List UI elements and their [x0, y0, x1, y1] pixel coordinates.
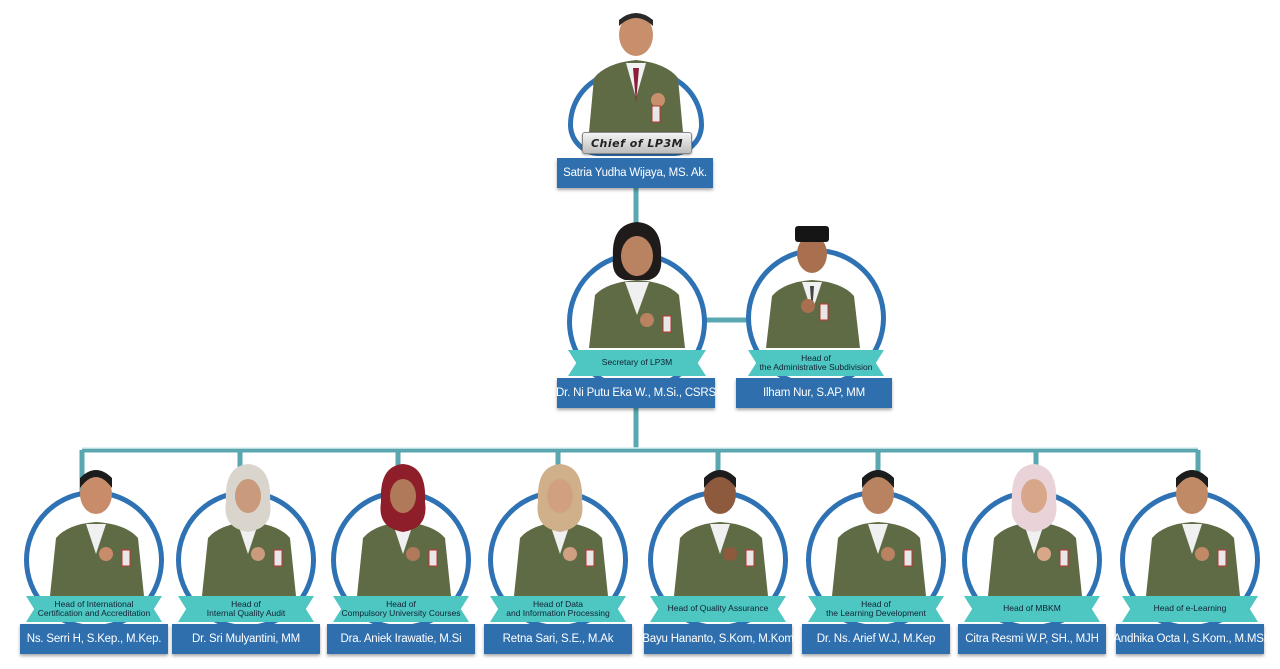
- admin-title: Head of the Administrative Subdivision: [748, 350, 884, 376]
- head-name: Dra. Aniek Irawatie, M.Si: [327, 624, 475, 654]
- head-name: Dr. Sri Mulyantini, MM: [172, 624, 320, 654]
- head-photo: [1146, 470, 1240, 596]
- head-title: Head of Internal Quality Audit: [178, 596, 314, 622]
- head-name: Ns. Serri H, S.Kep., M.Kep.: [20, 624, 168, 654]
- head-photo: [357, 464, 451, 596]
- admin-name: Ilham Nur, S.AP, MM: [736, 378, 892, 408]
- head-title: Head of International Certification and …: [26, 596, 162, 622]
- head-title: Head of Quality Assurance: [650, 596, 786, 622]
- head-photo: [202, 464, 296, 596]
- head-photo: [832, 470, 926, 596]
- head-title: Head of MBKM: [964, 596, 1100, 622]
- head-name: Andhika Octa I, S.Kom., M.MSI: [1113, 624, 1267, 654]
- chief-node: Chief of LP3M: [566, 8, 706, 188]
- chief-photo: [588, 13, 684, 143]
- head-title: Head of e-Learning: [1122, 596, 1258, 622]
- head-name: Bayu Hananto, S.Kom, M.Kom: [642, 624, 794, 654]
- head-title: Head of Compulsory University Courses: [333, 596, 469, 622]
- head-name: Citra Resmi W.P, SH., MJH: [958, 624, 1106, 654]
- head-photo: [50, 470, 144, 596]
- head-photo: [514, 464, 608, 596]
- admin-photo: [766, 226, 860, 348]
- chief-title-plaque: Chief of LP3M: [582, 132, 692, 154]
- head-photo: [674, 470, 768, 596]
- head-photo: [988, 464, 1082, 596]
- head-name: Retna Sari, S.E., M.Ak: [484, 624, 632, 654]
- secretary-name: Dr. Ni Putu Eka W., M.Si., CSRS: [556, 378, 716, 408]
- head-title: Head of the Learning Development: [808, 596, 944, 622]
- secretary-photo: [589, 222, 685, 348]
- chief-name: Satria Yudha Wijaya, MS. Ak.: [557, 158, 713, 188]
- secretary-title: Secretary of LP3M: [568, 350, 706, 376]
- head-name: Dr. Ns. Arief W.J, M.Kep: [802, 624, 950, 654]
- head-title: Head of Data and Information Processing: [490, 596, 626, 622]
